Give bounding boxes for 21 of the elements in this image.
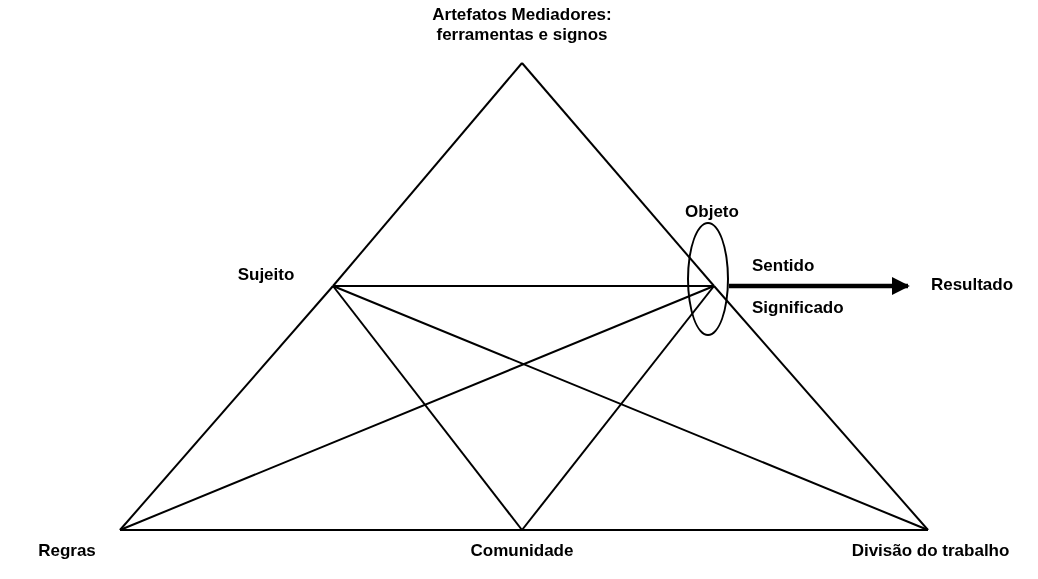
vertex-label: Sujeito [226, 265, 306, 285]
connector-line [119, 529, 523, 531]
vertex-label: Comunidade [452, 541, 592, 561]
vertex-label: Resultado [912, 275, 1032, 295]
node-label: Objeto [684, 202, 740, 222]
connector-line [119, 285, 715, 531]
connector-line [332, 285, 929, 531]
vertex-label: Regras [22, 541, 112, 561]
arrow-label: Sentido [752, 256, 815, 276]
connector-line [521, 285, 715, 531]
arrow-label: Significado [752, 298, 844, 318]
connector-line [119, 285, 334, 531]
connector-line [521, 529, 929, 531]
vertex-label: Divisão do trabalho [828, 541, 1033, 561]
connector-line [332, 62, 523, 287]
connector-line [521, 62, 715, 287]
arrow [729, 277, 910, 295]
vertex-label: Artefatos Mediadores: ferramentas e signos [402, 5, 642, 45]
connector-line [332, 285, 715, 287]
connector-line [332, 285, 523, 531]
connector-line [713, 285, 929, 531]
